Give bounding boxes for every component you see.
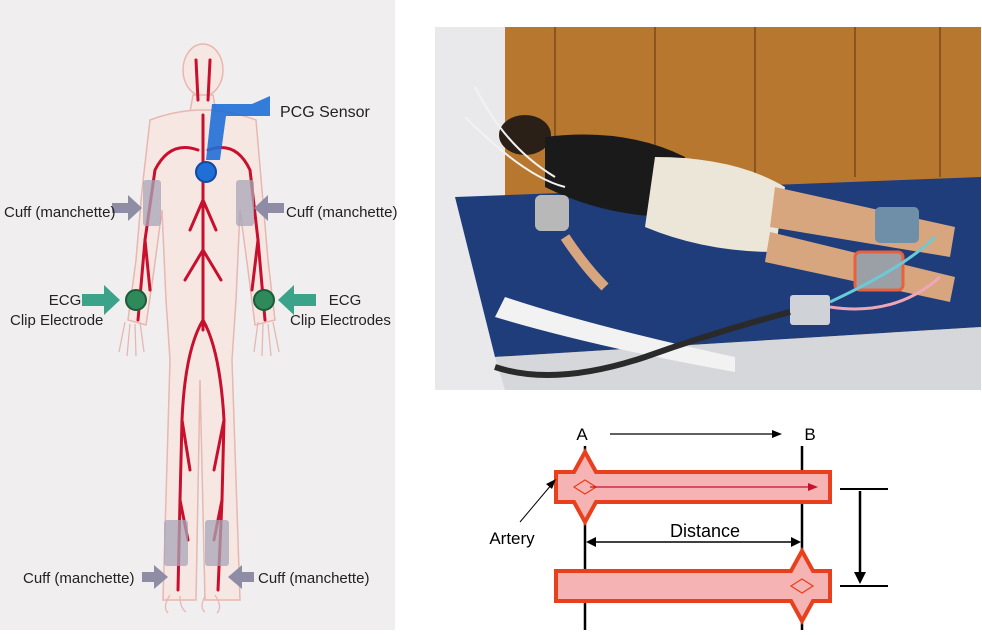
artery-pointer [520,484,552,522]
label-ecg-left-line2: Clip Electrode [10,312,103,329]
arrow-cuff-upper-left [112,195,142,221]
label-point-b: B [804,425,815,444]
label-cuff-lower-right: Cuff (manchette) [258,570,369,587]
pulse-wave-svg: A B Distance Artery [470,418,900,630]
artery-tube-top [556,452,830,522]
label-cuff-lower-left: Cuff (manchette) [23,570,134,587]
sensor-box [790,295,830,325]
cuff-lower-right [205,520,229,566]
label-pcg-sensor: PCG Sensor [280,104,370,122]
measurement-photo [435,27,981,390]
label-cuff-upper-right: Cuff (manchette) [286,204,397,221]
cuff-upper-left [143,180,161,226]
leg-cuff-1 [875,207,919,243]
leg-cuff-2 [855,252,903,290]
label-ecg-right-line2: Clip Electrodes [290,312,391,329]
label-ecg-right-line1: ECG [300,292,390,309]
artery-tube-bottom [556,551,830,621]
body-arterial-diagram: PCG Sensor Cuff (manchette) Cuff (manche… [0,0,395,630]
label-ecg-left-line1: ECG [20,292,110,309]
pcg-sensor-marker [196,162,216,182]
cuff-upper-right [236,180,254,226]
label-distance: Distance [670,521,740,541]
label-cuff-upper-left: Cuff (manchette) [4,204,115,221]
arm-cuff [535,195,569,231]
cuff-lower-left [164,520,188,566]
label-point-a: A [576,425,588,444]
pulse-wave-diagram: A B Distance Artery [470,418,900,630]
label-artery: Artery [489,529,535,548]
ecg-electrode-right [254,290,274,310]
ab-arrow-head [772,430,782,438]
ecg-electrode-left [126,290,146,310]
photo-illustration [435,27,981,390]
